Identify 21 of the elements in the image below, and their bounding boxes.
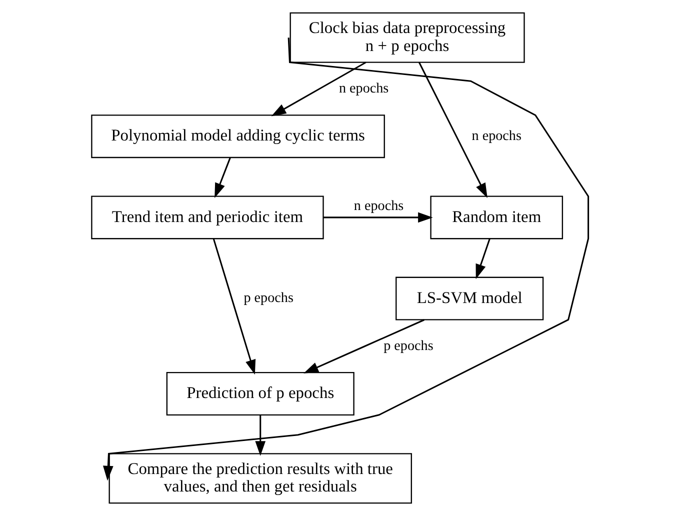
arrow [212,238,256,375]
arrow [214,158,231,198]
arrow [271,62,366,116]
arrow [304,319,424,374]
node-box: LS-SVM model [396,276,544,320]
edge-label: p epochs [244,290,294,306]
arrow [418,62,488,198]
arrow [255,415,266,456]
node-box: Compare the prediction results with true values, and then get residuals [108,453,412,504]
node-box: Polynomial model adding cyclic terms [91,114,385,158]
edge-label: n epochs [354,198,404,214]
node-box: Trend item and periodic item [91,196,324,240]
arrow [476,238,490,280]
node-box: Clock bias data preprocessing n + p epochs [290,12,525,63]
node-box: Random item [430,196,564,240]
arrow [323,212,433,223]
edge-label: n epochs [338,80,389,96]
arrow [102,38,590,481]
edge-label: n epochs [472,128,522,144]
node-box: Prediction of p epochs [166,372,354,416]
edge-label: p epochs [384,338,434,354]
